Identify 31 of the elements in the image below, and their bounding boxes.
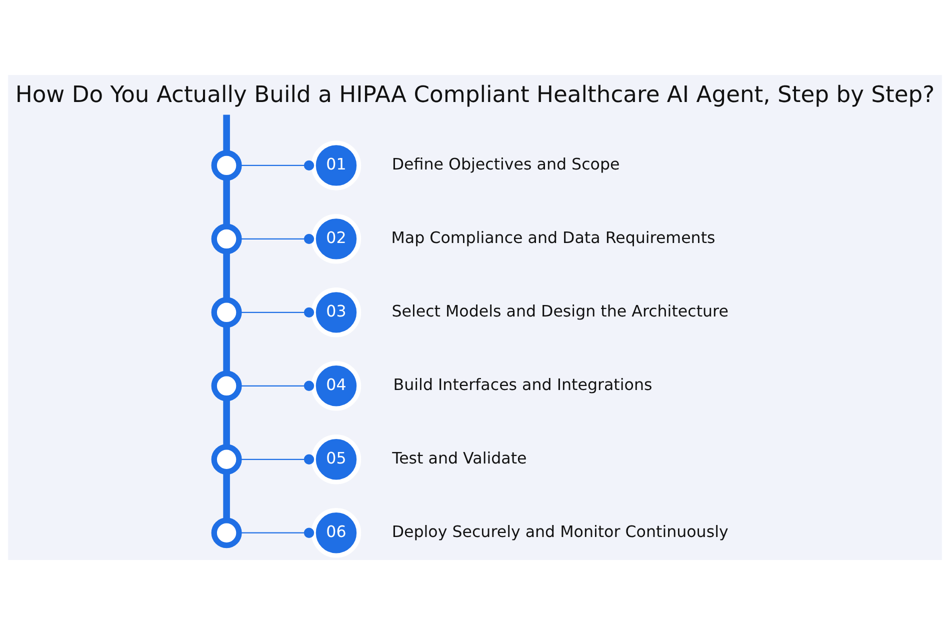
node-label: Deploy Securely and Monitor Continuously: [392, 522, 728, 541]
connector: [239, 233, 314, 244]
connector: [239, 380, 314, 390]
connector: [239, 454, 314, 464]
connector: [239, 306, 314, 317]
diagram-title: How Do You Actually Build a HIPAA Compliant Healthcare AI Agent, Step by Step?: [15, 82, 935, 108]
node-label: Select Models and Design the Architecture: [392, 301, 728, 320]
node-circle: [211, 296, 242, 328]
node-circle: [211, 150, 242, 180]
connector: [239, 160, 314, 170]
connector: [223, 114, 230, 152]
node-circle: 05: [311, 434, 362, 484]
node-circle: [211, 223, 242, 254]
node-label: Test and Validate: [392, 448, 527, 468]
connector: [223, 398, 230, 446]
node-circle: 03: [311, 287, 362, 337]
node-label: Build Interfaces and Integrations: [393, 374, 652, 394]
node-circle: 06: [311, 508, 362, 558]
node-label: Define Objectives and Scope: [392, 154, 620, 174]
node-circle: [211, 370, 242, 401]
connector: [223, 471, 230, 520]
connector: [223, 324, 230, 373]
node-label: Map Compliance and Data Requirements: [391, 228, 716, 247]
node-circle: [211, 444, 242, 474]
connector: [223, 251, 230, 300]
connector: [239, 527, 314, 538]
node-circle: 04: [311, 360, 362, 410]
node-circle: 01: [311, 140, 362, 190]
node-circle: 02: [311, 214, 362, 264]
connector: [223, 178, 230, 226]
node-circle: [211, 517, 242, 548]
